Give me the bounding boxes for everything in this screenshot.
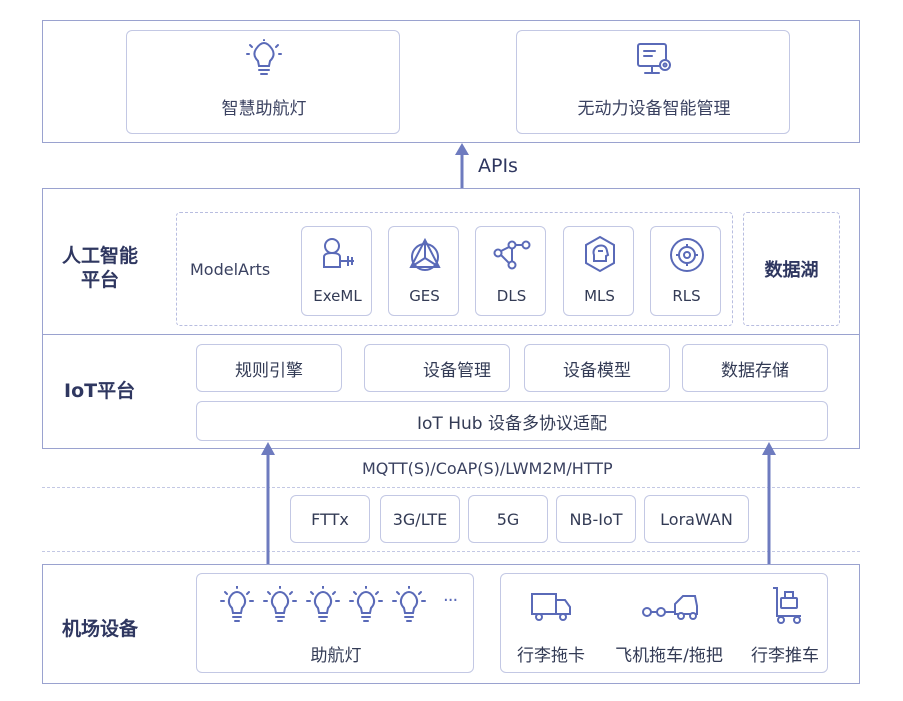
service-card-ges[interactable]: GES (388, 226, 459, 316)
network-label: LoraWAN (660, 509, 733, 529)
network-nb-iot[interactable]: NB-IoT (556, 495, 636, 543)
modelarts-label: ModelArts (190, 260, 271, 279)
lights-label: 助航灯 (310, 646, 362, 666)
gear-circle-icon (670, 238, 704, 272)
module-label: 设备模型 (563, 360, 631, 381)
service-card-mls[interactable]: MLS (563, 226, 634, 316)
light-bulb-icon (246, 39, 282, 75)
smart-light-app-label: 智慧助航灯 (221, 99, 307, 119)
service-label: DLS (496, 287, 527, 305)
light-bulb-icon (349, 586, 383, 622)
service-label: RLS (672, 287, 701, 305)
graph-triangle-icon (409, 237, 441, 271)
equipment-management-app-card[interactable]: 无动力设备智能管理 (516, 30, 790, 134)
service-label: MLS (584, 287, 615, 305)
airport-device-title: 机场设备 (62, 618, 139, 640)
smart-light-app-card[interactable]: 智慧助航灯 (126, 30, 400, 134)
module-label: 规则引擎 (235, 360, 303, 381)
network-bottom-dashed-line (42, 551, 860, 552)
rules-engine-module[interactable]: 规则引擎 (196, 344, 342, 392)
service-card-exeml[interactable]: ExeML (301, 226, 372, 316)
network-top-dashed-line (42, 487, 860, 488)
light-bulb-row (219, 586, 449, 626)
apis-label: APIs (478, 155, 518, 177)
vehicle-label: 行李拖卡 (517, 646, 585, 666)
light-bulb-icon (392, 586, 426, 622)
light-bulb-icon (263, 586, 297, 622)
vehicle-label: 飞机拖车/拖把 (615, 646, 723, 666)
network-label: FTTx (311, 509, 349, 529)
iot-hub-label: IoT Hub 设备多协议适配 (417, 413, 607, 434)
network-label: NB-IoT (569, 509, 623, 529)
platform-divider (42, 334, 860, 335)
luggage-trolley-icon (773, 587, 801, 624)
iot-platform-title: IoT平台 (64, 380, 136, 402)
service-card-rls[interactable]: RLS (650, 226, 721, 316)
modelarts-group (176, 212, 733, 326)
service-card-dls[interactable]: DLS (475, 226, 546, 316)
network-label: 5G (496, 509, 520, 529)
lights-ellipsis: ··· (443, 590, 458, 611)
device-model-module[interactable]: 设备模型 (524, 344, 670, 392)
network-fttx[interactable]: FTTx (290, 495, 370, 543)
vehicles-group[interactable]: 行李拖卡 飞机拖车/拖把 行李推车 (500, 573, 828, 673)
baggage-cart-truck-icon (531, 593, 571, 621)
brain-head-icon (585, 235, 615, 273)
data-lake-box[interactable] (743, 212, 840, 326)
data-storage-module[interactable]: 数据存储 (682, 344, 828, 392)
aircraft-tug-icon (642, 595, 698, 620)
data-lake-label: 数据湖 (764, 260, 819, 281)
equipment-management-app-label: 无动力设备智能管理 (577, 99, 731, 119)
protocols-label: MQTT(S)/CoAP(S)/LWM2M/HTTP (362, 459, 613, 478)
network-nodes-icon (493, 240, 531, 270)
network-5g[interactable]: 5G (468, 495, 548, 543)
service-label: ExeML (313, 287, 362, 305)
network-3g-lte[interactable]: 3G/LTE (380, 495, 460, 543)
right-uplink-arrow (762, 442, 776, 575)
device-management-module[interactable]: 设备管理 (364, 344, 510, 392)
monitor-gear-icon (637, 43, 671, 74)
module-label: 设备管理 (423, 360, 491, 381)
module-label: 数据存储 (721, 360, 789, 381)
vehicle-label: 行李推车 (751, 646, 819, 666)
service-label: GES (409, 287, 440, 305)
apis-arrow (455, 143, 469, 190)
navigation-lights-group[interactable]: ··· 助航灯 (196, 573, 474, 673)
iot-hub-bar[interactable]: IoT Hub 设备多协议适配 (196, 401, 828, 441)
light-bulb-icon (220, 586, 254, 622)
network-lorawan[interactable]: LoraWAN (644, 495, 749, 543)
left-uplink-arrow (261, 442, 275, 575)
light-bulb-icon (306, 586, 340, 622)
ai-platform-title: 人工智能 平台 (61, 245, 138, 291)
network-label: 3G/LTE (392, 509, 448, 529)
robot-arm-icon (323, 238, 354, 268)
